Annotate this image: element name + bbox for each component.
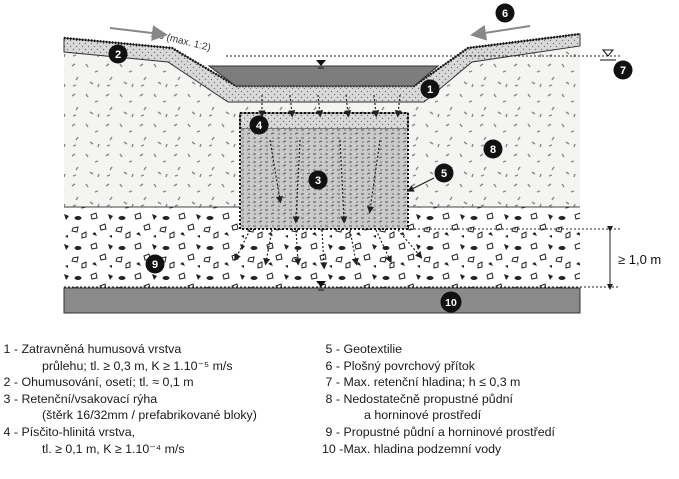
svg-text:5: 5: [441, 168, 447, 180]
depth-label: ≥ 1,0 m: [618, 252, 661, 267]
legend-item-5: 5 - Geotextilie: [325, 342, 402, 356]
surface-flow-arrow-left: [109, 25, 168, 41]
legend-item-2: 2 - Ohumusování, osetí; tl. ≈ 0,1 m: [3, 375, 194, 390]
marker-10: 10: [440, 291, 462, 313]
marker-1: 1: [420, 79, 440, 99]
svg-text:8: 8: [490, 144, 496, 156]
legend-item-9: 9 - Propustné půdní a horninové prostřed…: [325, 424, 555, 439]
retention-water: [207, 65, 440, 87]
infiltration-arrows: [234, 94, 423, 270]
marker-5: 5: [434, 163, 454, 183]
marker-6: 6: [495, 3, 515, 23]
svg-text:4: 4: [256, 120, 263, 132]
svg-text:7: 7: [620, 65, 626, 77]
svg-text:6: 6: [502, 8, 508, 20]
water-level-symbol: [316, 60, 326, 66]
grass-surface: [63, 32, 581, 88]
marker-4: 4: [249, 115, 269, 135]
marker-3: 3: [308, 170, 328, 190]
svg-text:9: 9: [152, 259, 158, 271]
marker-8: 8: [483, 139, 503, 159]
cross-section-diagram: 1:3 (max. 1:2) ≥ 1,0 m 1 2 3 4 5 6 7 8 9…: [63, 3, 661, 314]
legend-item-1: 1 - Zatravněná humusová vrstva průlehu; …: [3, 342, 233, 373]
surface-flow-arrow-right: [470, 24, 531, 41]
legend-item-7: 7 - Max. retenční hladina; h ≤ 0,3 m: [325, 375, 521, 390]
legend-item-6: 6 - Plošný povrchový přítok: [325, 358, 475, 373]
groundwater-band: [63, 287, 581, 314]
legend-item-3: 3 - Retenční/vsakovací rýha (štěrk 16/32…: [3, 391, 257, 423]
svg-text:1: 1: [427, 84, 433, 96]
marker-9: 9: [145, 254, 165, 274]
marker-7: 7: [613, 60, 633, 80]
geotextile: [239, 112, 409, 230]
legend-item-4: 4 - Písčito-hlinitá vrstva, tl. ≥ 0,1 m,…: [3, 424, 185, 456]
svg-text:3: 3: [315, 175, 321, 187]
max-level-symbol: [601, 49, 615, 57]
legend-item-8: 8 - Nedostatečně propustné půdní a horni…: [325, 391, 513, 423]
svg-text:10: 10: [445, 297, 457, 309]
marker-2: 2: [108, 44, 128, 64]
svg-text:2: 2: [115, 49, 121, 61]
legend-left: 1 - Zatravněná humusová vrstva průlehu; …: [0, 341, 340, 457]
groundwater-level-symbol: [316, 281, 326, 287]
legend-item-10: 10 - Max. hladina podzemní vody: [322, 441, 502, 456]
geotextile-leader: [406, 177, 435, 192]
legend-right: 5 - Geotextilie 6 - Plošný povrchový pří…: [322, 341, 672, 457]
